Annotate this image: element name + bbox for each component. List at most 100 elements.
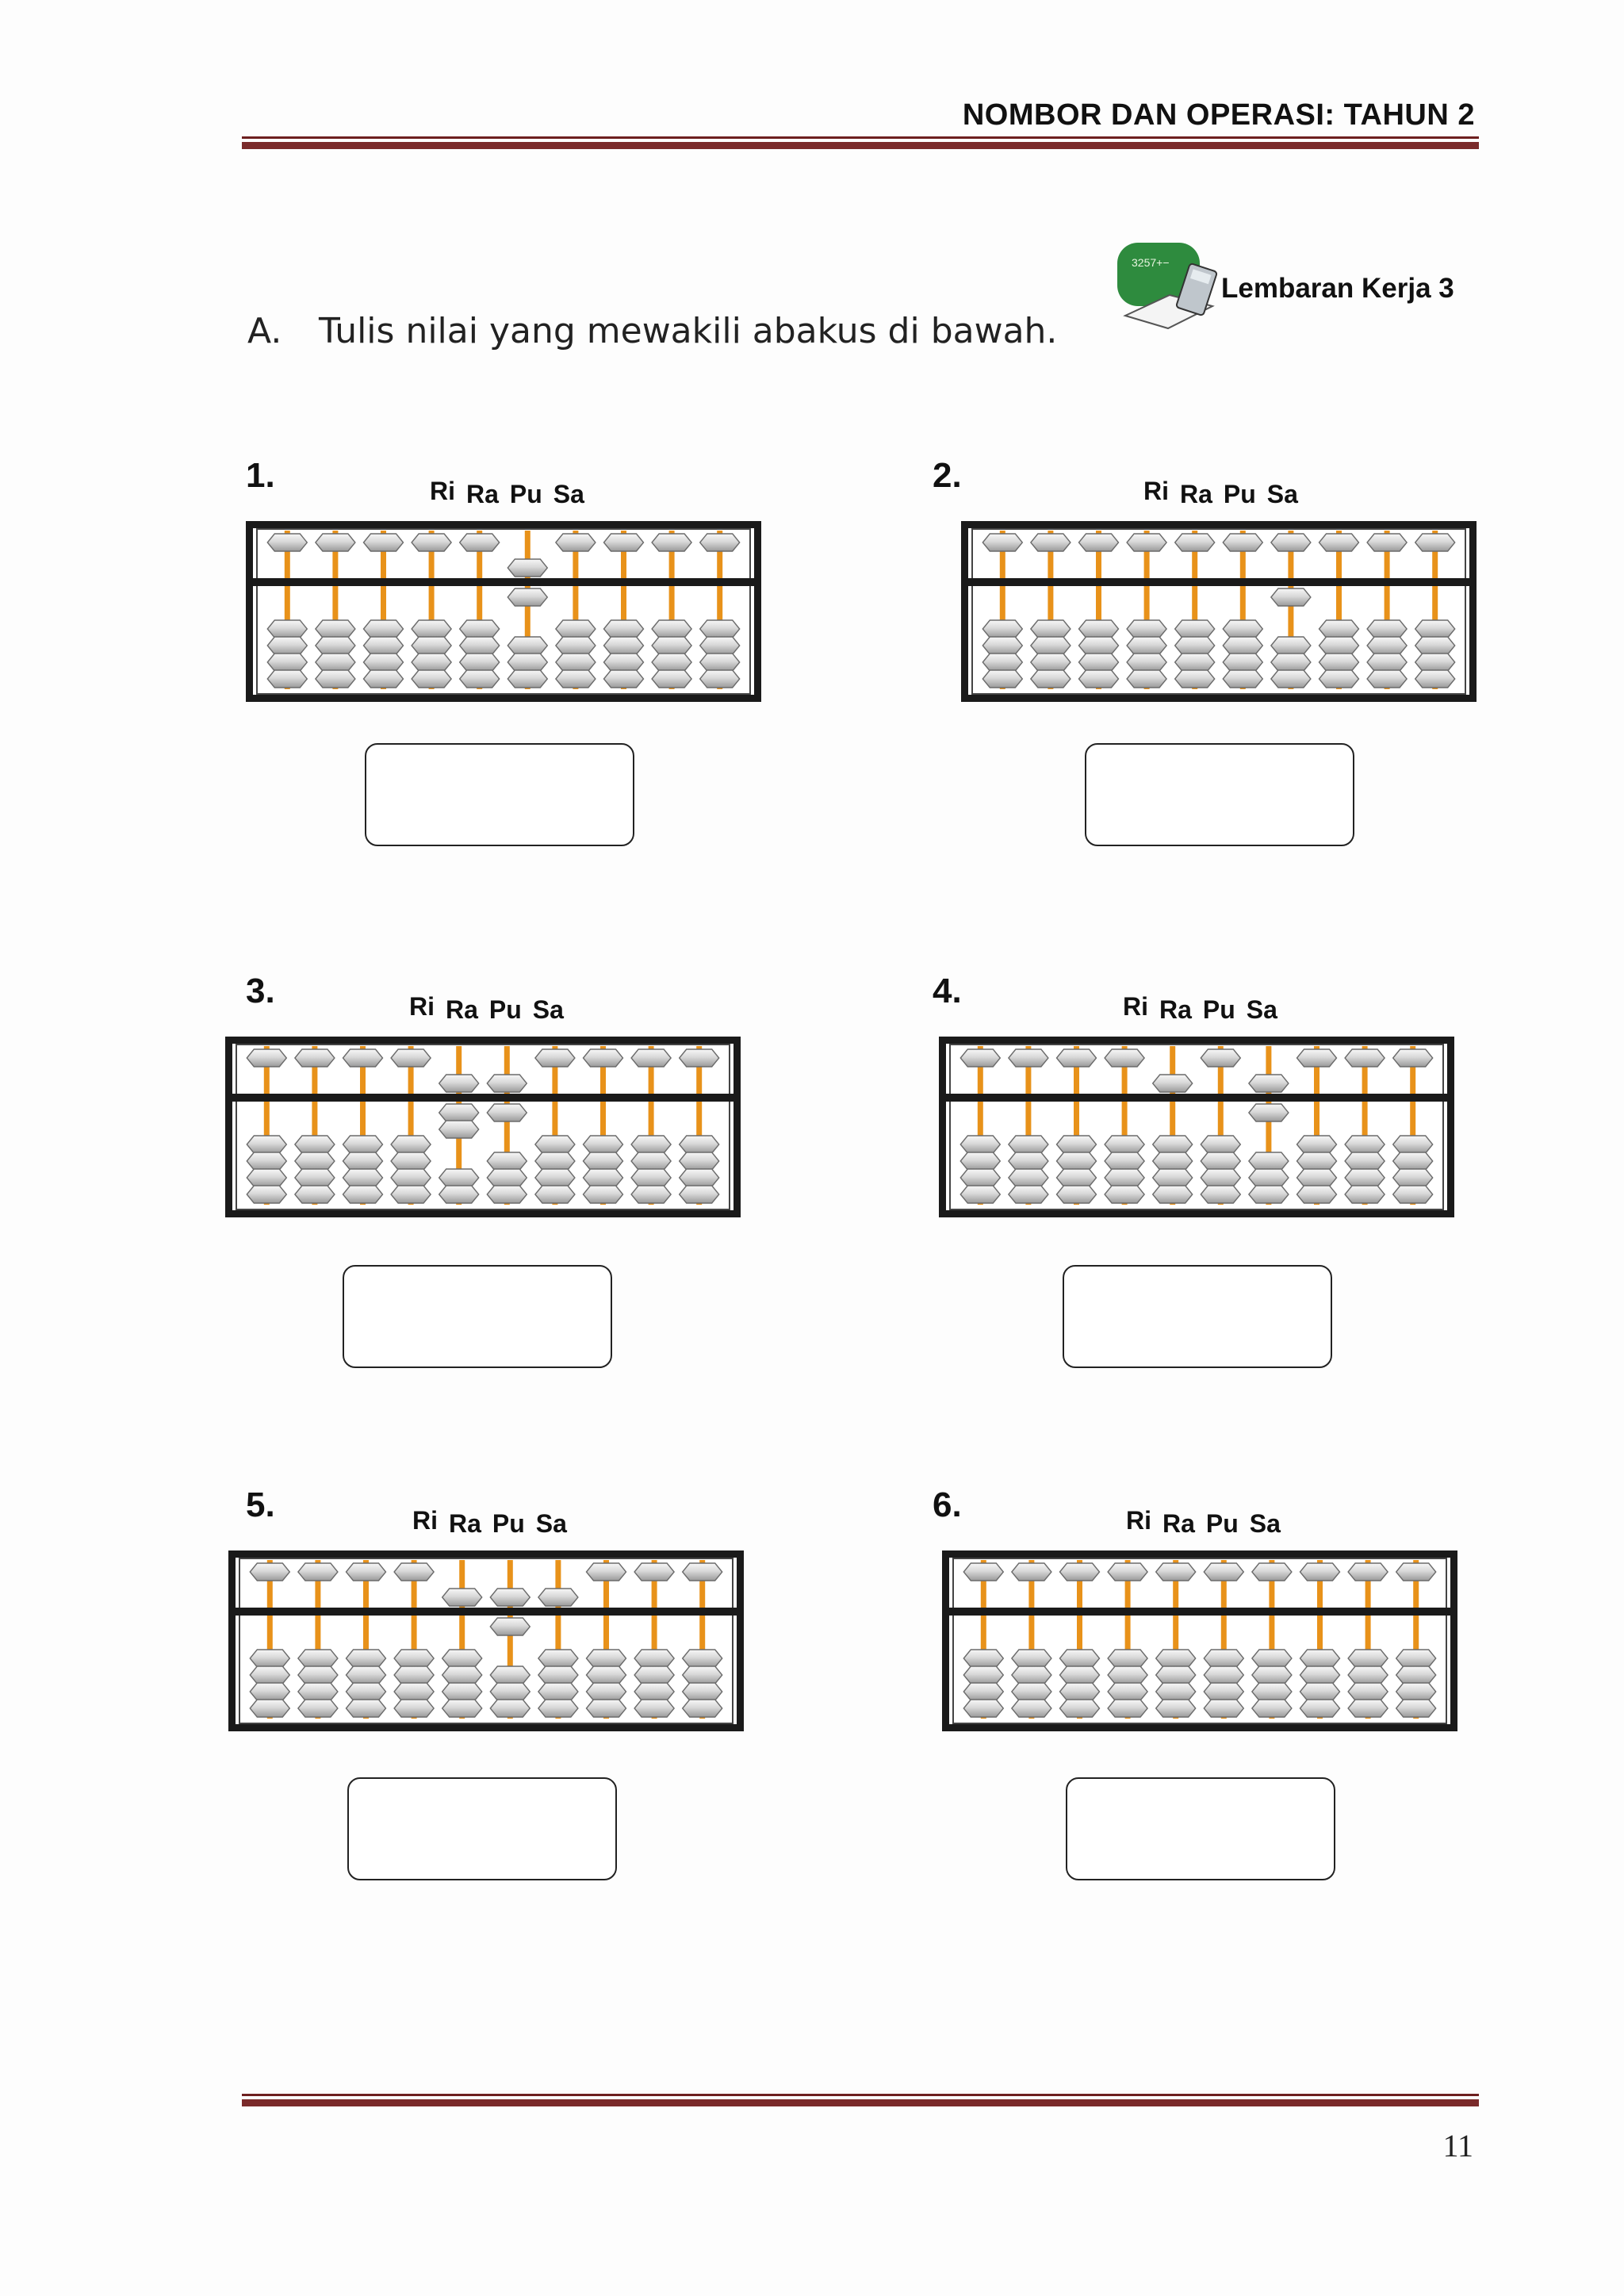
answer-box[interactable]: [1063, 1265, 1332, 1368]
bead: [438, 1168, 480, 1187]
bead: [1059, 1682, 1101, 1701]
abacus-reckoning-bar: [225, 1094, 741, 1102]
abacus-inner-frame: [949, 1044, 1444, 1210]
bead: [1414, 653, 1456, 672]
label-pu: Pu: [509, 480, 542, 508]
item-number: 2.: [933, 456, 962, 495]
bead: [1270, 636, 1312, 655]
bead: [582, 1048, 624, 1068]
label-sa: Sa: [532, 995, 564, 1024]
bead: [1151, 1185, 1193, 1204]
bead: [1296, 1135, 1338, 1154]
answer-box[interactable]: [343, 1265, 612, 1368]
bead: [441, 1588, 483, 1607]
label-ri: Ri: [1126, 1506, 1151, 1535]
bead: [585, 1682, 627, 1701]
bead: [362, 619, 404, 638]
bead: [634, 1682, 676, 1701]
bead: [1007, 1135, 1049, 1154]
bead: [959, 1152, 1002, 1171]
bead: [537, 1649, 579, 1668]
bead: [1155, 1562, 1197, 1581]
bead: [1059, 1562, 1101, 1581]
abacus: [939, 1037, 1454, 1217]
answer-box[interactable]: [347, 1777, 617, 1880]
bead: [1251, 1562, 1293, 1581]
bead: [362, 669, 404, 688]
label-ra: Ra: [446, 995, 478, 1024]
bead: [390, 1185, 432, 1204]
bead: [1055, 1185, 1097, 1204]
bead: [634, 1699, 676, 1718]
bead: [249, 1699, 291, 1718]
bead: [1296, 1168, 1338, 1187]
abacus-frame: [961, 521, 1477, 702]
bead: [1251, 1699, 1293, 1718]
item-number: 3.: [246, 972, 275, 1010]
bead: [314, 653, 356, 672]
bead: [534, 1185, 576, 1204]
bead: [486, 1074, 528, 1093]
bead: [1222, 533, 1264, 552]
bead: [537, 1588, 579, 1607]
abacus-frame: [939, 1037, 1454, 1217]
bead: [1299, 1682, 1341, 1701]
bead: [1151, 1152, 1193, 1171]
bead: [393, 1665, 435, 1685]
label-sa: Sa: [553, 480, 584, 508]
bead: [1395, 1682, 1437, 1701]
bead: [1104, 1135, 1146, 1154]
bead: [982, 619, 1024, 638]
bead: [963, 1699, 1005, 1718]
bead: [699, 669, 741, 688]
answer-box[interactable]: [365, 743, 634, 846]
bead: [246, 1152, 288, 1171]
bead: [246, 1135, 288, 1154]
bead: [249, 1562, 291, 1581]
bead: [1344, 1135, 1386, 1154]
bead: [634, 1562, 676, 1581]
bead: [1007, 1152, 1049, 1171]
bead: [1392, 1152, 1434, 1171]
abacus-inner-frame: [236, 1044, 730, 1210]
bead: [1059, 1649, 1101, 1668]
answer-box[interactable]: [1066, 1777, 1335, 1880]
bead: [1010, 1665, 1052, 1685]
label-ra: Ra: [466, 480, 499, 508]
bead: [982, 653, 1024, 672]
bead: [678, 1168, 720, 1187]
bead: [603, 636, 645, 655]
bead: [630, 1168, 672, 1187]
bead: [1029, 653, 1071, 672]
bead: [1296, 1152, 1338, 1171]
bead: [1078, 653, 1120, 672]
bead: [507, 669, 549, 688]
bead: [1078, 669, 1120, 688]
label-sa: Sa: [1249, 1509, 1281, 1538]
bead: [1247, 1185, 1289, 1204]
answer-box[interactable]: [1085, 743, 1354, 846]
abacus-rods: [249, 1560, 723, 1719]
bead: [963, 1682, 1005, 1701]
bead: [266, 619, 308, 638]
label-pu: Pu: [1202, 995, 1235, 1024]
bead: [297, 1699, 339, 1718]
bead: [982, 636, 1024, 655]
bead: [1151, 1135, 1193, 1154]
bead: [1055, 1135, 1097, 1154]
header-rule: [242, 136, 1479, 149]
label-sa: Sa: [1266, 480, 1298, 508]
label-ri: Ri: [1143, 477, 1169, 505]
bead: [1151, 1074, 1193, 1093]
bead: [1414, 619, 1456, 638]
bead: [1203, 1699, 1245, 1718]
bead: [1200, 1152, 1242, 1171]
bead: [603, 669, 645, 688]
bead: [699, 636, 741, 655]
bead: [489, 1617, 531, 1636]
bead: [458, 653, 500, 672]
item-number: 6.: [933, 1485, 962, 1524]
bead: [1299, 1562, 1341, 1581]
